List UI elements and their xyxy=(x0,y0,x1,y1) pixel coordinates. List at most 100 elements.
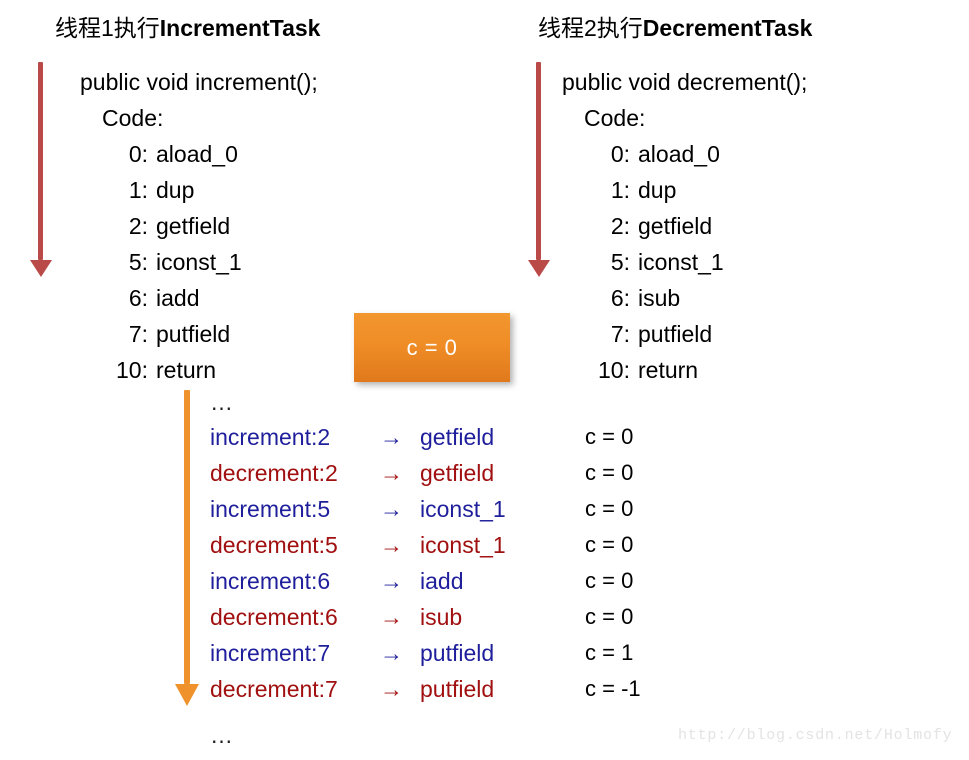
trace-counter-value: c = 0 xyxy=(585,496,634,521)
trace-mnemonic: iconst_1 xyxy=(420,532,506,558)
bytecode-instruction: 7: putfield xyxy=(80,316,318,352)
bytecode-instruction: 2: getfield xyxy=(562,208,807,244)
trace-ellipsis-bottom: … xyxy=(210,722,234,748)
trace-method: decrement:6 xyxy=(210,604,338,630)
code-label: Code: xyxy=(102,105,164,131)
method-signature: public void decrement(); xyxy=(562,69,808,95)
bytecode-instruction: 1: dup xyxy=(80,172,318,208)
bytecode-offset: 5: xyxy=(128,249,148,275)
trace-method: increment:2 xyxy=(210,424,331,450)
trace-mnemonic: iadd xyxy=(420,568,464,594)
trace-counter-value: c = 0 xyxy=(585,568,634,593)
arrow-head xyxy=(30,260,52,277)
bytecode-instruction: 7:putfield xyxy=(562,316,807,352)
right-arrow-icon: → xyxy=(380,460,403,486)
right-arrow-icon: → xyxy=(380,604,403,630)
bytecode-offset: 0: xyxy=(128,141,148,167)
trace-ellipsis-top: … xyxy=(210,389,234,415)
trace-row: decrement:7 → putfield c = -1 xyxy=(210,676,641,712)
bytecode-mnemonic: aload_0 xyxy=(156,141,238,167)
bytecode-offset: 10: xyxy=(598,357,630,383)
arrow-shaft xyxy=(184,390,190,684)
bytecode-offset: 7: xyxy=(128,321,148,347)
trace-mnemonic: getfield xyxy=(420,424,495,450)
bytecode-instruction: 10: return xyxy=(80,352,318,388)
thread1-label: 线程1执行 xyxy=(55,15,160,41)
trace-method: decrement:2 xyxy=(210,460,338,486)
bytecode-mnemonic: dup xyxy=(638,177,677,203)
trace-counter-value: c = 1 xyxy=(585,640,634,665)
bytecode-mnemonic: return xyxy=(638,357,699,383)
bytecode-mnemonic: iadd xyxy=(156,285,200,311)
trace-counter-value: c = 0 xyxy=(585,604,634,629)
bytecode-instruction: 6: iadd xyxy=(80,280,318,316)
bytecode-offset: 2: xyxy=(128,213,148,239)
bytecode-offset: 10: xyxy=(116,357,148,383)
trace-counter-value: c = 0 xyxy=(585,532,634,557)
bytecode-mnemonic: putfield xyxy=(156,321,231,347)
trace-method: decrement:5 xyxy=(210,532,338,558)
code-label: Code: xyxy=(584,105,646,131)
bytecode-mnemonic: getfield xyxy=(156,213,231,239)
bytecode-mnemonic: getfield xyxy=(638,213,713,239)
thread2-label: 线程2执行 xyxy=(538,15,643,41)
bytecode-mnemonic: return xyxy=(156,357,217,383)
right-arrow-icon: → xyxy=(380,568,403,594)
right-arrow-icon: → xyxy=(380,496,403,522)
right-arrow-icon: → xyxy=(380,532,403,558)
bytecode-offset: 1: xyxy=(128,177,148,203)
bytecode-instruction: 5:iconst_1 xyxy=(80,244,318,280)
bytecode-offset: 2: xyxy=(610,213,630,239)
timeline-arrow-icon xyxy=(175,390,199,706)
column-header-thread1: 线程1执行IncrementTask xyxy=(55,15,321,41)
thread1-task-name: IncrementTask xyxy=(159,15,321,41)
arrow-head xyxy=(175,684,199,706)
trace-row: increment:2 → getfield c = 0 xyxy=(210,424,633,460)
trace-mnemonic: isub xyxy=(420,604,463,630)
trace-method: increment:5 xyxy=(210,496,331,522)
arrow-shaft xyxy=(536,62,541,260)
bytecode-offset: 6: xyxy=(128,285,148,311)
trace-counter-value: c = -1 xyxy=(585,676,641,701)
bytecode-mnemonic: iconst_1 xyxy=(638,249,724,275)
trace-row: increment:5 → iconst_1 c = 0 xyxy=(210,496,633,532)
trace-method: decrement:7 xyxy=(210,676,338,702)
execution-trace: … increment:2 → getfield c = 0 decrement:2… xyxy=(210,389,641,712)
trace-row: increment:6 → iadd c = 0 xyxy=(210,568,633,604)
bytecode-instruction: 10: return xyxy=(562,352,807,388)
bytecode-offset: 6: xyxy=(610,285,630,311)
bytecode-mnemonic: dup xyxy=(156,177,195,203)
trace-counter-value: c = 0 xyxy=(585,424,634,449)
right-arrow-icon: → xyxy=(380,676,403,702)
bytecode-offset: 1: xyxy=(610,177,630,203)
right-arrow-icon: → xyxy=(380,640,403,666)
trace-row: decrement:6 → isub c = 0 xyxy=(210,604,633,640)
bytecode-listing-decrement: public void decrement(); Code: 0: aload_0… xyxy=(562,64,807,388)
trace-method: increment:6 xyxy=(210,568,331,594)
thread2-task-name: DecrementTask xyxy=(642,15,813,41)
arrow-head xyxy=(528,260,550,277)
column-header-thread2: 线程2执行DecrementTask xyxy=(538,15,813,41)
trace-row: decrement:5 → iconst_1 c = 0 xyxy=(210,532,633,568)
bytecode-offset: 7: xyxy=(610,321,630,347)
bytecode-instruction: 1: dup xyxy=(562,172,807,208)
trace-mnemonic: putfield xyxy=(420,676,495,702)
trace-mnemonic: iconst_1 xyxy=(420,496,506,522)
bytecode-instruction: 0: aload_0 xyxy=(562,136,807,172)
trace-row: increment:7 → putfield c = 1 xyxy=(210,640,633,676)
right-arrow-icon: → xyxy=(380,424,403,450)
bytecode-mnemonic: aload_0 xyxy=(638,141,720,167)
bytecode-offset: 0: xyxy=(610,141,630,167)
shared-variable-value: c = 0 xyxy=(406,334,458,360)
thread1-execution-arrow-icon xyxy=(30,62,52,277)
trace-method: increment:7 xyxy=(210,640,331,666)
bytecode-instruction: 6: isub xyxy=(562,280,807,316)
bytecode-instruction: 0: aload_0 xyxy=(80,136,318,172)
bytecode-instruction: 5: iconst_1 xyxy=(562,244,807,280)
bytecode-offset: 5: xyxy=(610,249,630,275)
bytecode-mnemonic: isub xyxy=(638,285,681,311)
shared-variable-box: c = 0 xyxy=(354,313,510,382)
method-signature: public void increment(); xyxy=(80,69,318,95)
trace-mnemonic: putfield xyxy=(420,640,495,666)
thread2-execution-arrow-icon xyxy=(528,62,550,277)
